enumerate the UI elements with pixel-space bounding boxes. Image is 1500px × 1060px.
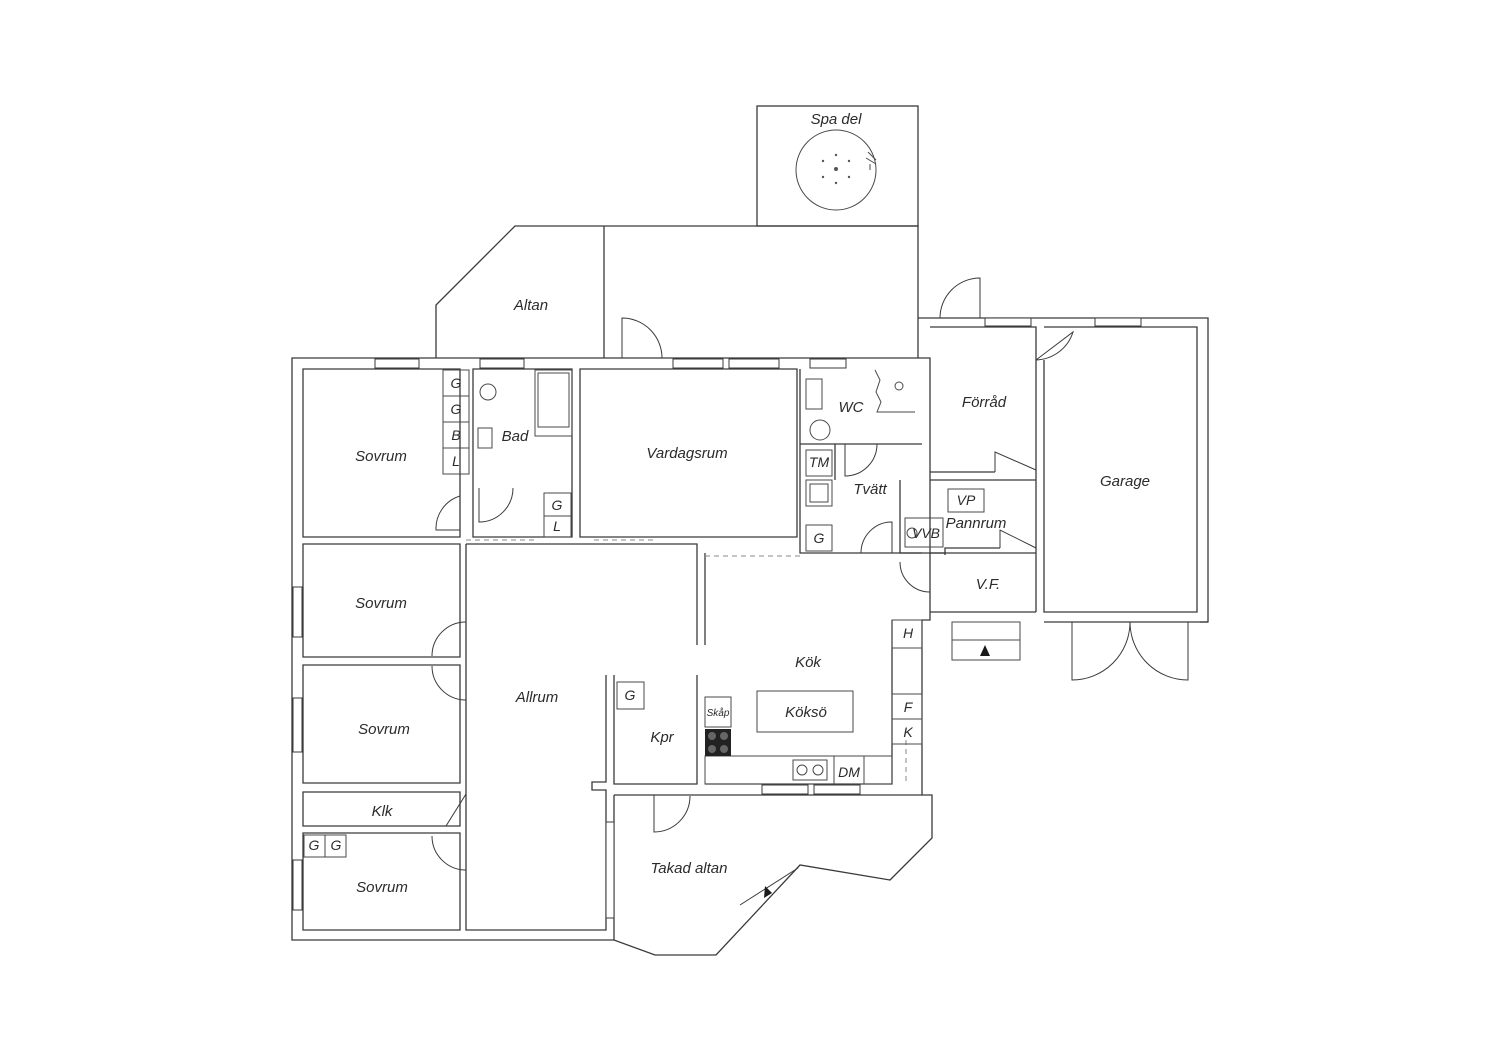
entrance-arrow-icon [764,886,772,898]
fixture-bad-g2: G [451,401,462,417]
label-vardagsrum: Vardagsrum [646,445,727,462]
fixture-kok-dm: DM [838,764,860,780]
altan-deck [435,225,919,358]
label-spa: Spa del [811,111,863,128]
fixture-kok-f: F [904,699,914,715]
windows [292,317,1142,919]
label-kokso: Köksö [785,704,827,721]
fixture-vp: VP [957,492,976,508]
label-klk: Klk [372,803,394,820]
fixture-sov4-g1: G [309,837,320,853]
entrance-arrow-icon [980,645,990,656]
label-sovrum-4: Sovrum [356,879,408,896]
entrance-arrows [764,645,990,898]
fixtures [303,369,985,858]
fixture-kok-k: K [903,724,913,740]
label-garage: Garage [1100,473,1150,490]
fixture-bad-l: L [452,453,460,469]
garage-wing-walls [899,317,1209,661]
label-sovrum-3: Sovrum [358,721,410,738]
room-labels: Spa del Altan Sovrum Bad Vardagsrum WC F… [355,111,1150,896]
fixture-tvatt-tm: TM [809,454,830,470]
label-kok: Kök [795,654,822,671]
label-pannrum: Pannrum [946,515,1007,532]
label-sovrum-2: Sovrum [355,595,407,612]
fixture-sov4-g2: G [331,837,342,853]
label-altan: Altan [513,297,548,314]
fixture-skap: Skåp [707,707,730,719]
label-vf: V.F. [976,576,1000,593]
fixture-vvb: VVB [912,525,940,541]
label-tvatt: Tvätt [853,481,887,498]
fixture-bad-b: B [451,427,460,443]
doors [431,277,1189,906]
label-kpr: Kpr [650,729,674,746]
fixture-bad-g1: G [451,375,462,391]
label-wc: WC [839,399,864,416]
fixture-tvatt-g: G [814,530,825,546]
fixture-hall-l: L [553,518,561,534]
label-takad-altan: Takad altan [650,860,727,877]
fixture-labels: G G B L G L TM G VP VVB H F K DM Skåp G … [309,375,976,853]
label-bad: Bad [502,428,529,445]
label-sovrum-1: Sovrum [355,448,407,465]
fixture-hall-g: G [552,497,563,513]
label-allrum: Allrum [515,689,559,706]
dashed-openings [466,539,907,784]
fixture-kok-h: H [903,625,914,641]
stove-icon [705,729,731,756]
label-forrad: Förråd [962,394,1007,411]
fixture-kpr-g: G [625,687,636,703]
